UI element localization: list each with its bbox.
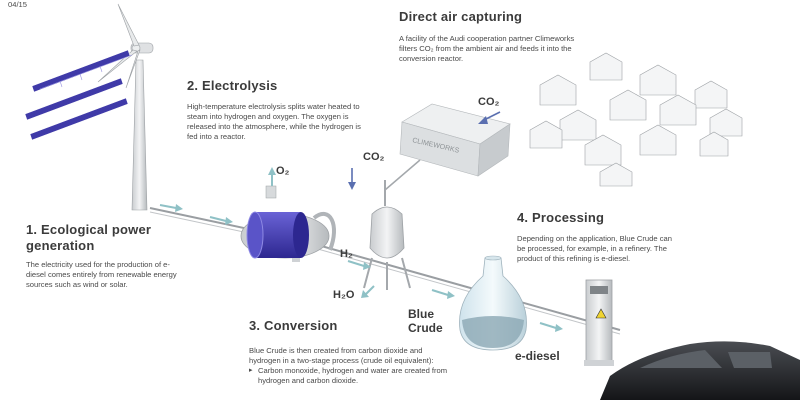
step3-title: 3. Conversion — [249, 318, 338, 333]
label-blue-crude: Blue Crude — [408, 307, 443, 335]
document-code: 04/15 — [8, 0, 28, 9]
flow-arrows — [159, 167, 563, 332]
step2-body: High-temperature electrolysis splits wat… — [187, 102, 361, 141]
label-co2-air: CO₂ — [478, 96, 500, 108]
dac-body: A facility of the Audi cooperation partn… — [399, 34, 575, 63]
reactor-icon — [363, 159, 421, 290]
label-o2: O₂ — [276, 165, 290, 177]
houses-icon — [529, 52, 743, 187]
co2-arrows — [348, 111, 501, 190]
step1-body: The electricity used for the production … — [26, 260, 177, 289]
step1-title: 1. Ecological power generation — [26, 222, 152, 253]
dac-title: Direct air capturing — [399, 9, 523, 24]
step3-bullet-1: Carbon monoxide, hydrogen and water are … — [249, 366, 449, 386]
solar-panel-icon — [24, 49, 133, 141]
step3-bullets: Carbon monoxide, hydrogen and water are … — [249, 366, 449, 386]
step4-title: 4. Processing — [517, 210, 605, 225]
electrolysis-tank-icon — [240, 185, 336, 262]
car-icon — [600, 341, 800, 400]
step3-body: Blue Crude is then created from carbon d… — [249, 346, 449, 386]
climeworks-unit-icon: CLIMEWORKS — [399, 103, 511, 177]
blue-crude-flask-icon — [459, 255, 527, 351]
step2-title: 2. Electrolysis — [187, 78, 278, 93]
step3-text: Blue Crude is then created from carbon d… — [249, 346, 434, 365]
wind-turbine-icon — [97, 3, 154, 211]
label-h2: H₂ — [340, 248, 353, 260]
label-h2o: H₂O — [333, 289, 355, 301]
step4-body: Depending on the application, Blue Crude… — [517, 234, 672, 263]
fuel-pump-icon — [584, 279, 614, 366]
label-ediesel: e-diesel — [515, 349, 560, 363]
label-co2-reactor: CO₂ — [363, 151, 385, 163]
